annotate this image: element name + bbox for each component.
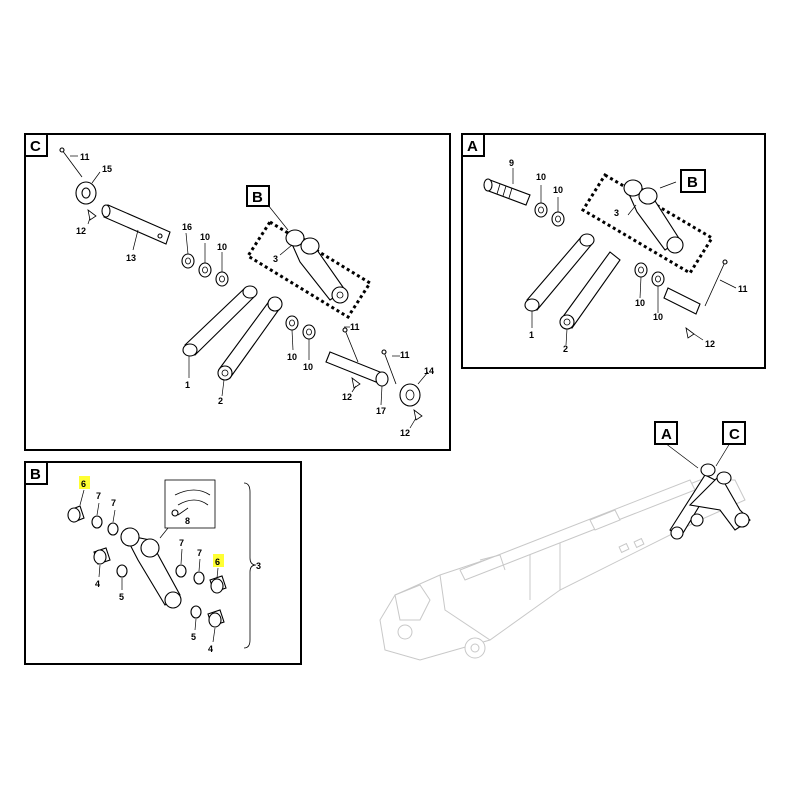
callout-c-12a: 12	[76, 226, 86, 236]
callout-a-10d: 10	[653, 312, 663, 322]
highlight-6b	[213, 554, 224, 567]
callout-c-16: 16	[182, 222, 192, 232]
callout-b-4a: 4	[95, 579, 100, 589]
callout-b-7d: 7	[197, 548, 202, 558]
callout-a-12: 12	[705, 339, 715, 349]
panel-a-tag: A	[467, 138, 478, 155]
callout-c-11c: 11	[400, 350, 410, 360]
callout-c-13: 13	[126, 253, 136, 263]
callout-a-11: 11	[738, 284, 748, 294]
panel-b: B	[24, 461, 302, 665]
callout-b-6b: 6	[215, 557, 220, 567]
callout-c-12c: 12	[400, 428, 410, 438]
callout-a-2: 2	[563, 344, 568, 354]
callout-b-8: 8	[185, 516, 190, 526]
panel-b-tag: B	[30, 466, 41, 483]
callout-c-10d: 10	[303, 362, 313, 372]
callout-a-10a: 10	[536, 172, 546, 182]
callout-c-3: 3	[273, 254, 278, 264]
callout-b-7c: 7	[179, 538, 184, 548]
panel-a: A	[461, 133, 766, 369]
callout-c-11a: 11	[80, 152, 90, 162]
overview-label-c: C	[729, 426, 740, 443]
callout-b-6a: 6	[81, 479, 86, 489]
callout-c-1: 1	[185, 380, 190, 390]
panel-c-tag: C	[30, 138, 41, 155]
callout-a-b: B	[687, 174, 698, 191]
callout-a-9: 9	[509, 158, 514, 168]
callout-c-11b: 11	[350, 322, 360, 332]
callout-c-b: B	[252, 189, 263, 206]
callout-c-17: 17	[376, 406, 386, 416]
callout-b-3: 3	[256, 561, 261, 571]
callout-b-7b: 7	[111, 498, 116, 508]
callout-a-3: 3	[614, 208, 619, 218]
callout-b-5b: 5	[191, 632, 196, 642]
boom-overview: A C	[379, 421, 751, 661]
overview-label-a: A	[661, 426, 672, 443]
callout-c-2: 2	[218, 396, 223, 406]
callout-c-12b: 12	[342, 392, 352, 402]
callout-a-10c: 10	[635, 298, 645, 308]
callout-b-5a: 5	[119, 592, 124, 602]
callout-a-1: 1	[529, 330, 534, 340]
callout-c-15: 15	[102, 164, 112, 174]
callout-c-10b: 10	[217, 242, 227, 252]
callout-c-14: 14	[424, 366, 434, 376]
callout-b-4b: 4	[208, 644, 213, 654]
callout-c-10a: 10	[200, 232, 210, 242]
callout-b-7a: 7	[96, 491, 101, 501]
callout-c-10c: 10	[287, 352, 297, 362]
highlight-6a	[79, 476, 90, 489]
callout-a-10b: 10	[553, 185, 563, 195]
panel-c: C	[24, 133, 451, 451]
